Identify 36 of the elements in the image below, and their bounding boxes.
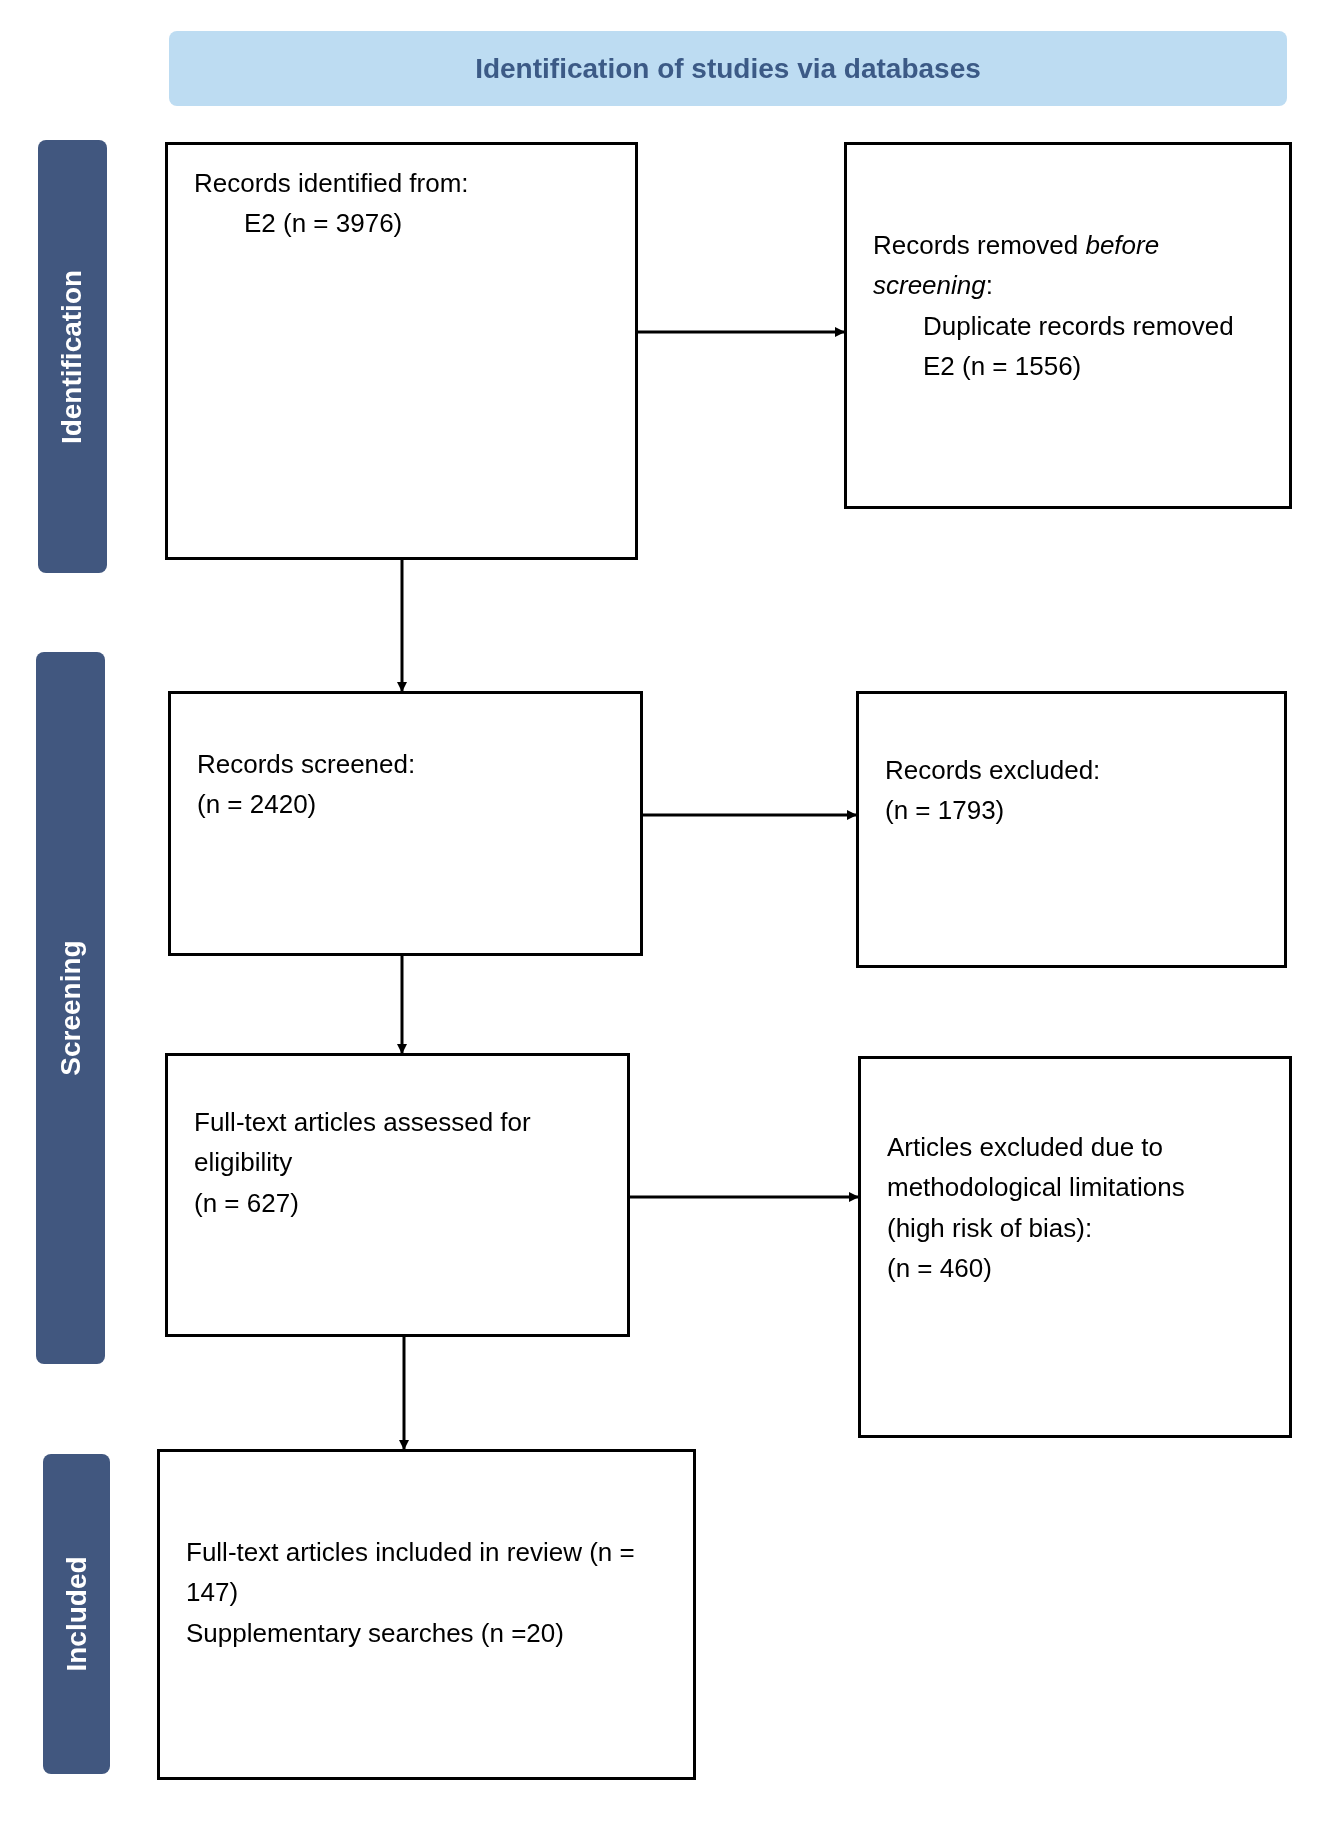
process-box bbox=[856, 691, 1287, 968]
box-text: E2 (n = 3976) bbox=[243, 207, 404, 241]
box-text: Records screened: bbox=[197, 748, 417, 781]
header-title: Identification of studies via databases bbox=[475, 52, 981, 85]
arrow bbox=[643, 810, 857, 820]
header-banner bbox=[169, 31, 1287, 106]
process-box bbox=[157, 1449, 696, 1780]
process-box bbox=[165, 1053, 630, 1337]
stage-band bbox=[38, 140, 107, 573]
stage-label: Identification bbox=[56, 269, 89, 444]
box-text: Duplicate records removed E2 (n = 1556) bbox=[922, 309, 1235, 383]
process-box bbox=[844, 142, 1292, 509]
arrow bbox=[397, 560, 407, 692]
box-text: Full-text articles assessed for eligibility bbox=[194, 1106, 532, 1180]
box-text: (n = 627) bbox=[194, 1186, 300, 1220]
stage-band bbox=[36, 652, 105, 1364]
box-text: Full-text articles included in review (n = 147) bbox=[186, 1536, 636, 1610]
box-text: Records identified from: bbox=[194, 167, 470, 200]
box-text: Supplementary searches (n =20) bbox=[186, 1616, 565, 1650]
box-text: Records excluded: bbox=[885, 754, 1102, 787]
arrow bbox=[630, 1192, 859, 1202]
stage-label: Included bbox=[60, 1556, 93, 1672]
arrow bbox=[399, 1337, 409, 1450]
process-box bbox=[168, 691, 643, 956]
process-box bbox=[165, 142, 638, 560]
box-text: Articles excluded due to methodological limitations bbox=[887, 1131, 1186, 1205]
box-text: Records removed before screening: bbox=[873, 229, 1161, 303]
box-text: (n = 460) bbox=[887, 1251, 993, 1285]
process-box bbox=[858, 1056, 1292, 1438]
box-text: (high risk of bias): bbox=[887, 1211, 1094, 1245]
box-text: (n = 2420) bbox=[197, 788, 318, 822]
arrow bbox=[397, 956, 407, 1054]
stage-band bbox=[43, 1454, 110, 1774]
stage-label: Screening bbox=[54, 940, 87, 1076]
box-text: (n = 1793) bbox=[885, 794, 1006, 828]
arrow bbox=[638, 327, 845, 337]
